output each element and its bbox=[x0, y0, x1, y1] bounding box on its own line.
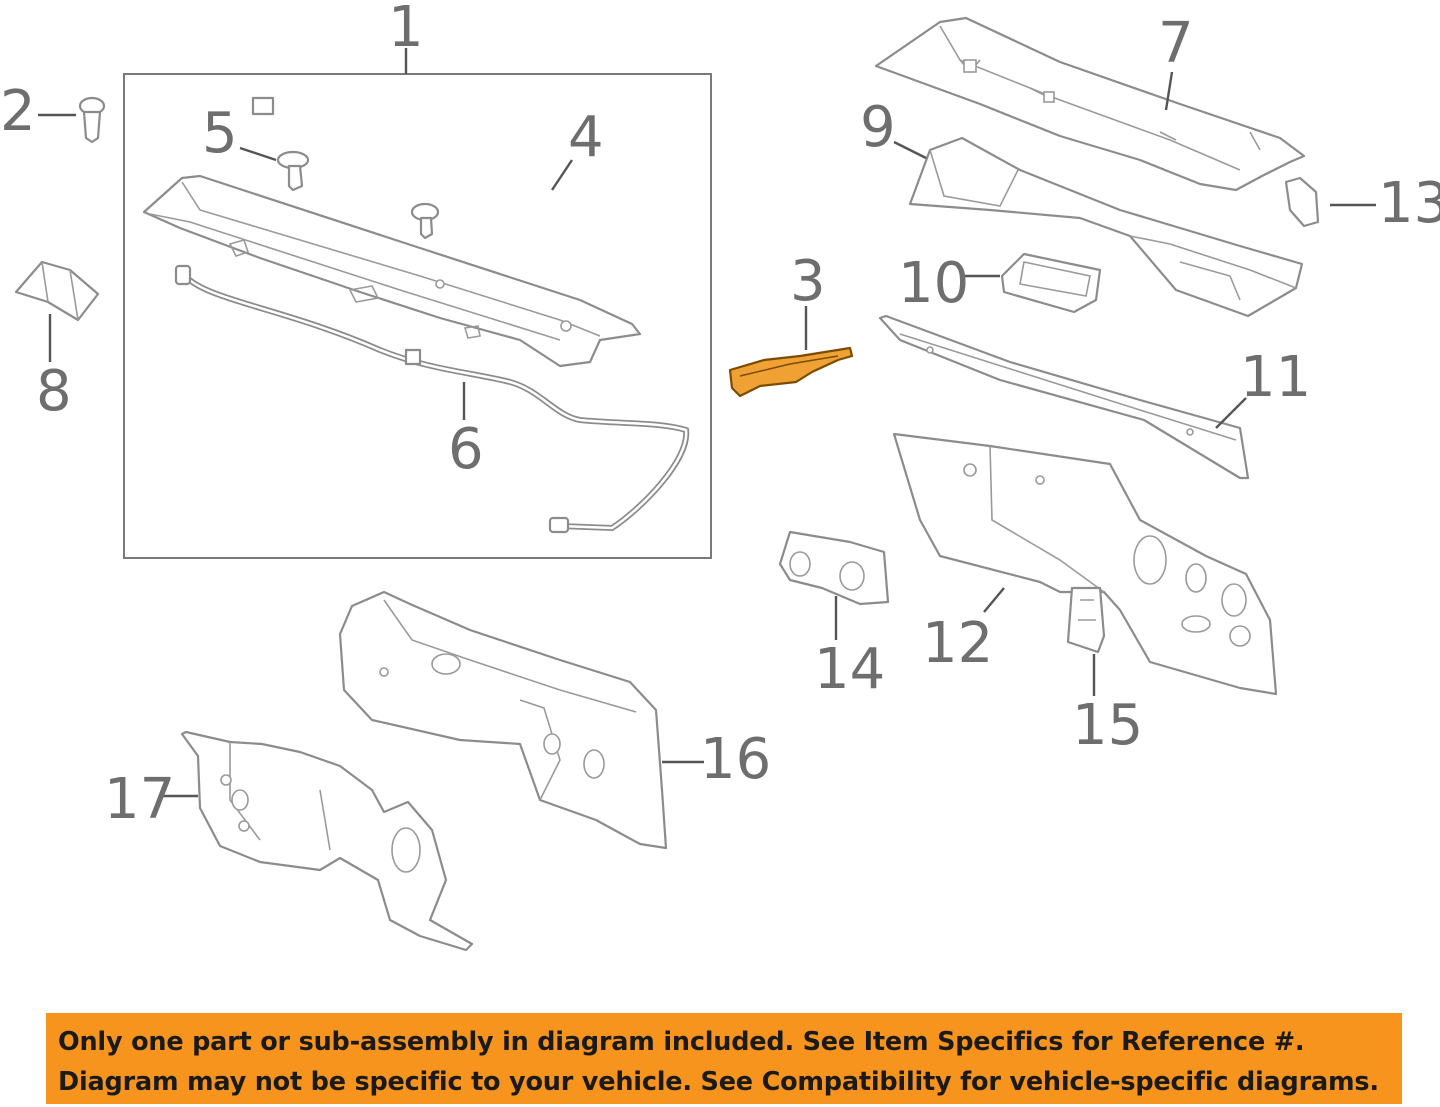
leader-12 bbox=[983, 587, 1005, 613]
part-1-cowl-panel bbox=[142, 174, 642, 368]
leader-7 bbox=[1164, 71, 1174, 111]
leader-9 bbox=[893, 140, 927, 160]
callout-5: 5 bbox=[202, 101, 238, 166]
callout-8: 8 bbox=[36, 359, 72, 424]
part-5-clip bbox=[276, 150, 440, 240]
part-7-upper-cowl bbox=[874, 16, 1306, 192]
part-2-pin bbox=[78, 96, 106, 144]
part-10-box bbox=[1000, 252, 1102, 314]
part-3-bracket bbox=[728, 346, 854, 398]
leader-5 bbox=[239, 146, 277, 162]
part-17-insulator bbox=[180, 730, 474, 952]
notice-banner: Only one part or sub-assembly in diagram… bbox=[46, 1013, 1402, 1104]
part-8-cap bbox=[14, 260, 100, 322]
assembly-box bbox=[123, 73, 712, 559]
leader-11 bbox=[1215, 397, 1247, 429]
callout-1: 1 bbox=[388, 0, 424, 60]
callout-9: 9 bbox=[860, 95, 896, 160]
callout-4: 4 bbox=[568, 105, 604, 170]
part-9-plenum bbox=[908, 136, 1304, 318]
part-15-bracket bbox=[1066, 586, 1106, 654]
part-16-insulator bbox=[338, 590, 668, 850]
leader-4 bbox=[551, 159, 573, 191]
callout-3: 3 bbox=[790, 249, 826, 314]
callout-2: 2 bbox=[0, 79, 36, 144]
callout-14: 14 bbox=[814, 637, 885, 702]
callout-16: 16 bbox=[700, 727, 771, 792]
notice-line-1: Only one part or sub-assembly in diagram… bbox=[58, 1027, 1305, 1057]
callout-6: 6 bbox=[448, 417, 484, 482]
callout-7: 7 bbox=[1158, 11, 1194, 76]
callout-13: 13 bbox=[1378, 171, 1440, 236]
callout-12: 12 bbox=[922, 611, 993, 676]
callout-17: 17 bbox=[104, 767, 175, 832]
callout-10: 10 bbox=[898, 251, 969, 316]
callout-15: 15 bbox=[1072, 693, 1143, 758]
part-4-hose bbox=[251, 96, 677, 263]
part-12-dash-panel bbox=[892, 432, 1278, 696]
part-13-bracket bbox=[1284, 176, 1320, 228]
part-11-lower-cowl bbox=[878, 314, 1250, 480]
parts-diagram: 1 4 5 6 2 bbox=[0, 0, 1440, 952]
part-6-hose bbox=[174, 264, 690, 534]
part-14-bracket bbox=[778, 530, 890, 606]
callout-11: 11 bbox=[1240, 345, 1311, 410]
notice-line-2: Diagram may not be specific to your vehi… bbox=[58, 1067, 1379, 1097]
